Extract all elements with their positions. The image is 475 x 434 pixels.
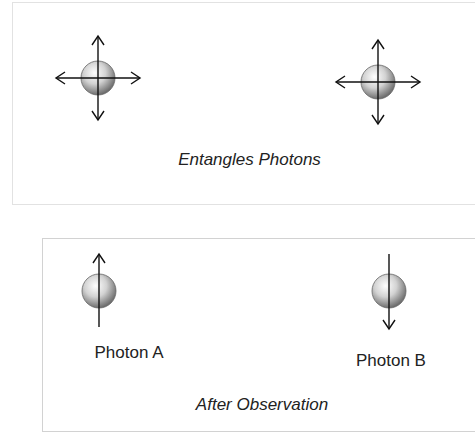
arrow-head (336, 76, 345, 88)
scene-panel: Photon A Photon B After Observation (42, 238, 475, 432)
scene-panel: Entangles Photons (12, 2, 475, 205)
photon-illustration (63, 248, 195, 343)
arrow-head (56, 72, 65, 84)
arrow-head (411, 76, 420, 88)
arrow-head (372, 40, 384, 49)
arrow-head (131, 72, 140, 84)
panel-caption: Entangles Photons (13, 150, 475, 170)
entangled-photon-left (56, 36, 140, 120)
photon-illustration (321, 248, 461, 351)
arrow-head (372, 115, 384, 124)
polarization-arrow (336, 81, 420, 82)
photon-node: Photon A (63, 248, 195, 366)
entangled-photon-right (336, 40, 420, 124)
arrow-head (93, 254, 105, 263)
polarization-arrow (56, 77, 140, 78)
arrow-head (383, 320, 395, 329)
photon-node: Photon B (321, 248, 461, 374)
panel-caption: After Observation (43, 395, 475, 415)
polarization-arrow (388, 254, 389, 329)
arrow-head (92, 36, 104, 45)
photon-label: Photon A (63, 343, 195, 363)
photon-label: Photon B (321, 351, 461, 371)
polarization-arrow (98, 254, 99, 327)
arrow-head (92, 111, 104, 120)
